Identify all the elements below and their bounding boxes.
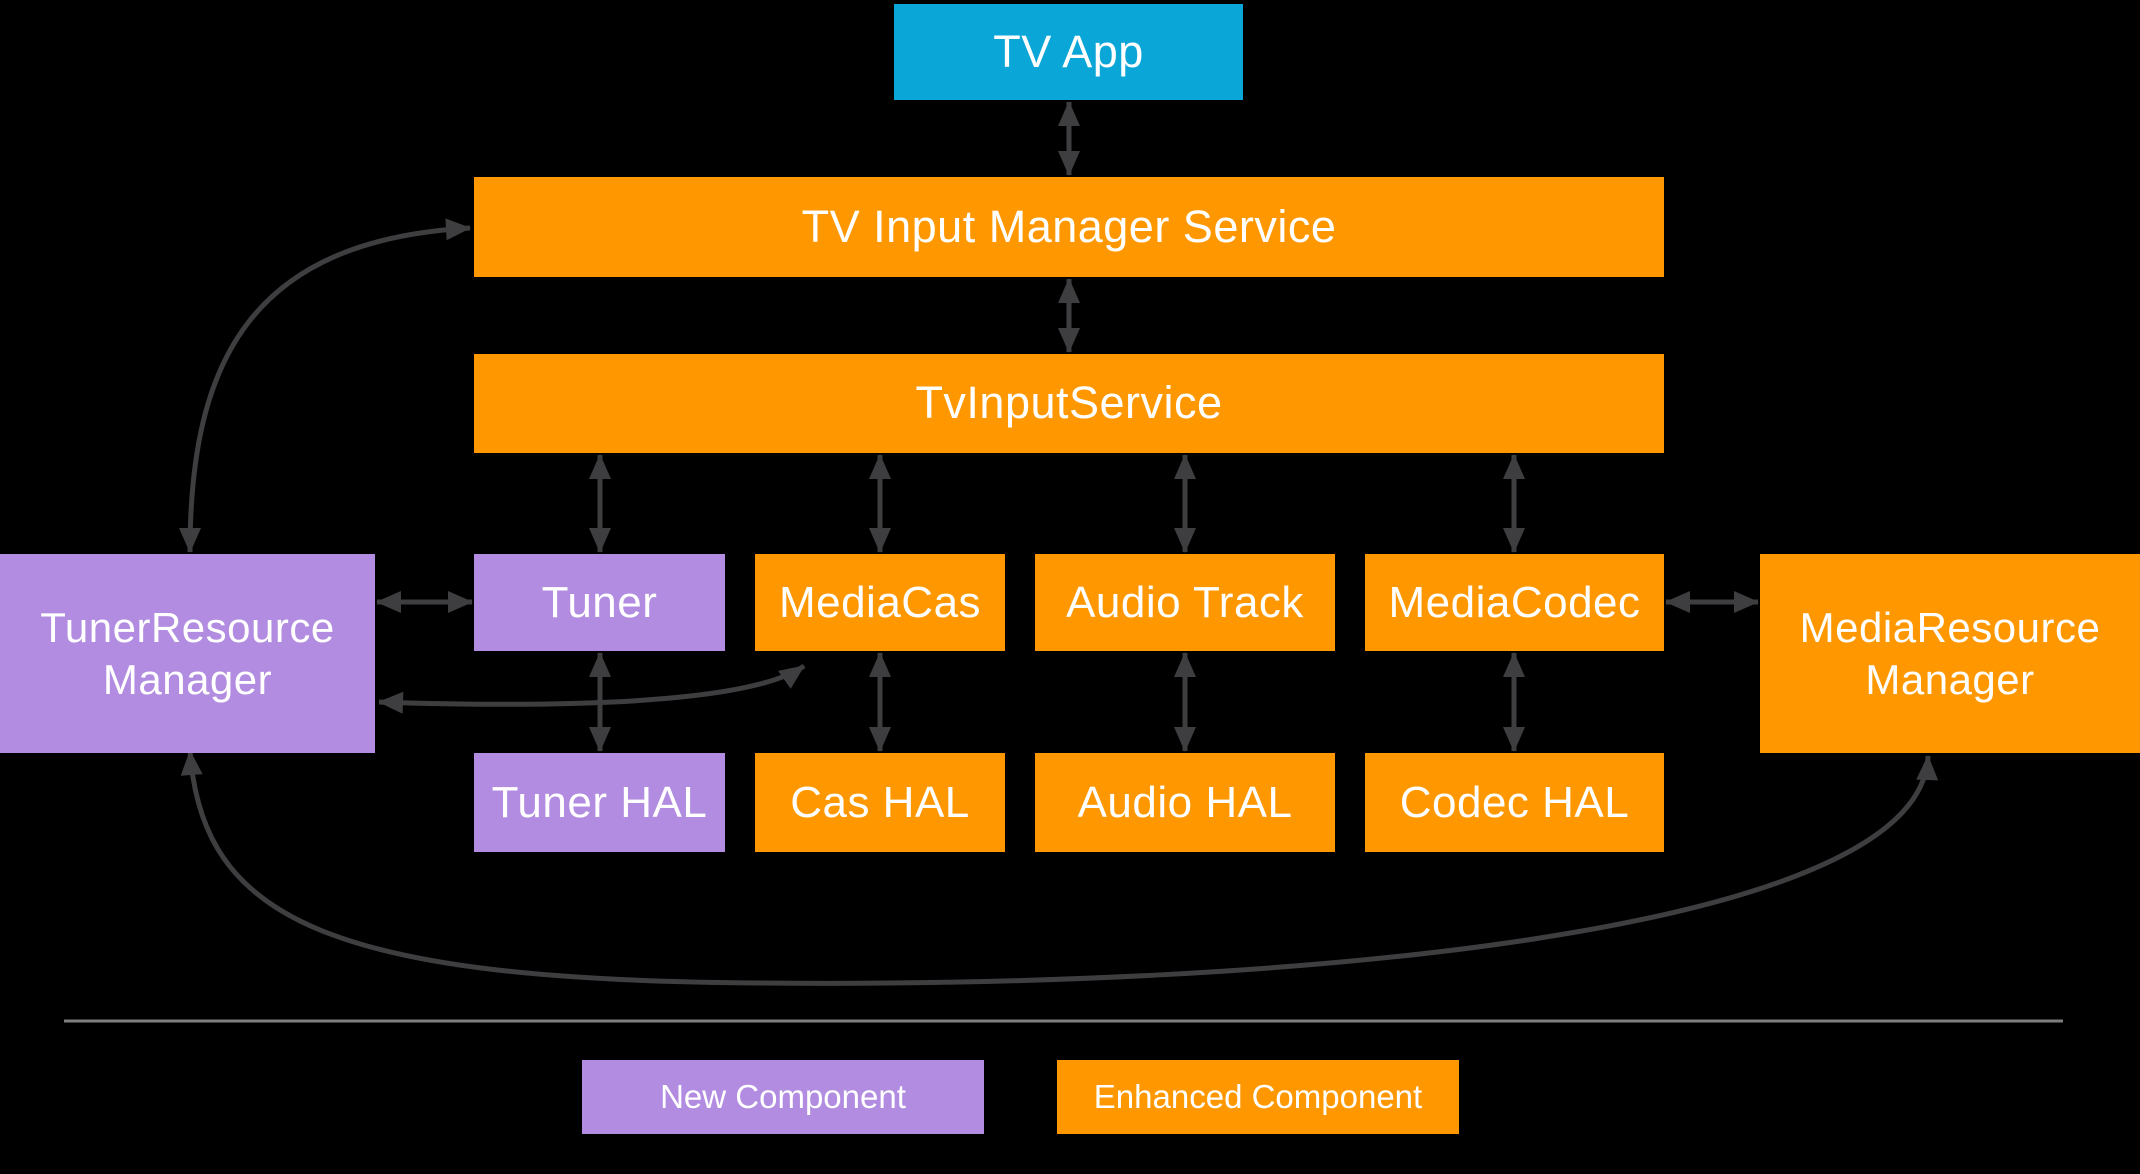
- node-tv-input-manager-service: TV Input Manager Service: [474, 177, 1664, 277]
- legend-new-component-label: New Component: [660, 1078, 906, 1115]
- node-media-resource-manager-label: MediaResource Manager: [1799, 604, 2101, 703]
- node-tuner-resource-manager-label: TunerResource Manager: [40, 604, 335, 703]
- node-cas-hal: Cas HAL: [755, 753, 1005, 852]
- node-cas-hal-label: Cas HAL: [790, 777, 970, 827]
- node-audio-hal: Audio HAL: [1035, 753, 1335, 852]
- node-tv-app: TV App: [894, 4, 1243, 100]
- node-audio-track: Audio Track: [1035, 554, 1335, 651]
- node-codec-hal-label: Codec HAL: [1399, 777, 1630, 827]
- diagram-edges: [179, 101, 1939, 986]
- node-media-codec: MediaCodec: [1365, 554, 1664, 651]
- node-codec-hal: Codec HAL: [1365, 753, 1664, 852]
- arrow-mediacas-trm: [378, 663, 806, 714]
- legend-new-component: New Component: [582, 1060, 984, 1134]
- arrow-trm-mrm: [180, 750, 1939, 986]
- node-tuner-label: Tuner: [541, 577, 658, 627]
- node-tuner-hal: Tuner HAL: [474, 753, 725, 852]
- node-media-resource-manager: MediaResource Manager: [1760, 554, 2140, 753]
- node-tv-input-service-label: TvInputService: [915, 377, 1223, 429]
- node-tv-input-manager-service-label: TV Input Manager Service: [801, 200, 1337, 252]
- node-audio-track-label: Audio Track: [1066, 577, 1304, 627]
- node-media-codec-label: MediaCodec: [1388, 577, 1641, 627]
- node-tv-app-label: TV App: [993, 25, 1144, 77]
- legend-enhanced-component: Enhanced Component: [1057, 1060, 1459, 1134]
- node-media-cas: MediaCas: [755, 554, 1005, 651]
- legend-enhanced-component-label: Enhanced Component: [1093, 1078, 1423, 1115]
- node-audio-hal-label: Audio HAL: [1077, 777, 1293, 827]
- node-tuner-resource-manager: TunerResource Manager: [0, 554, 375, 753]
- arrow-trm-tims: [179, 218, 471, 553]
- node-media-cas-label: MediaCas: [778, 577, 982, 627]
- node-tuner-hal-label: Tuner HAL: [491, 777, 708, 827]
- node-tuner: Tuner: [474, 554, 725, 651]
- node-tv-input-service: TvInputService: [474, 354, 1664, 453]
